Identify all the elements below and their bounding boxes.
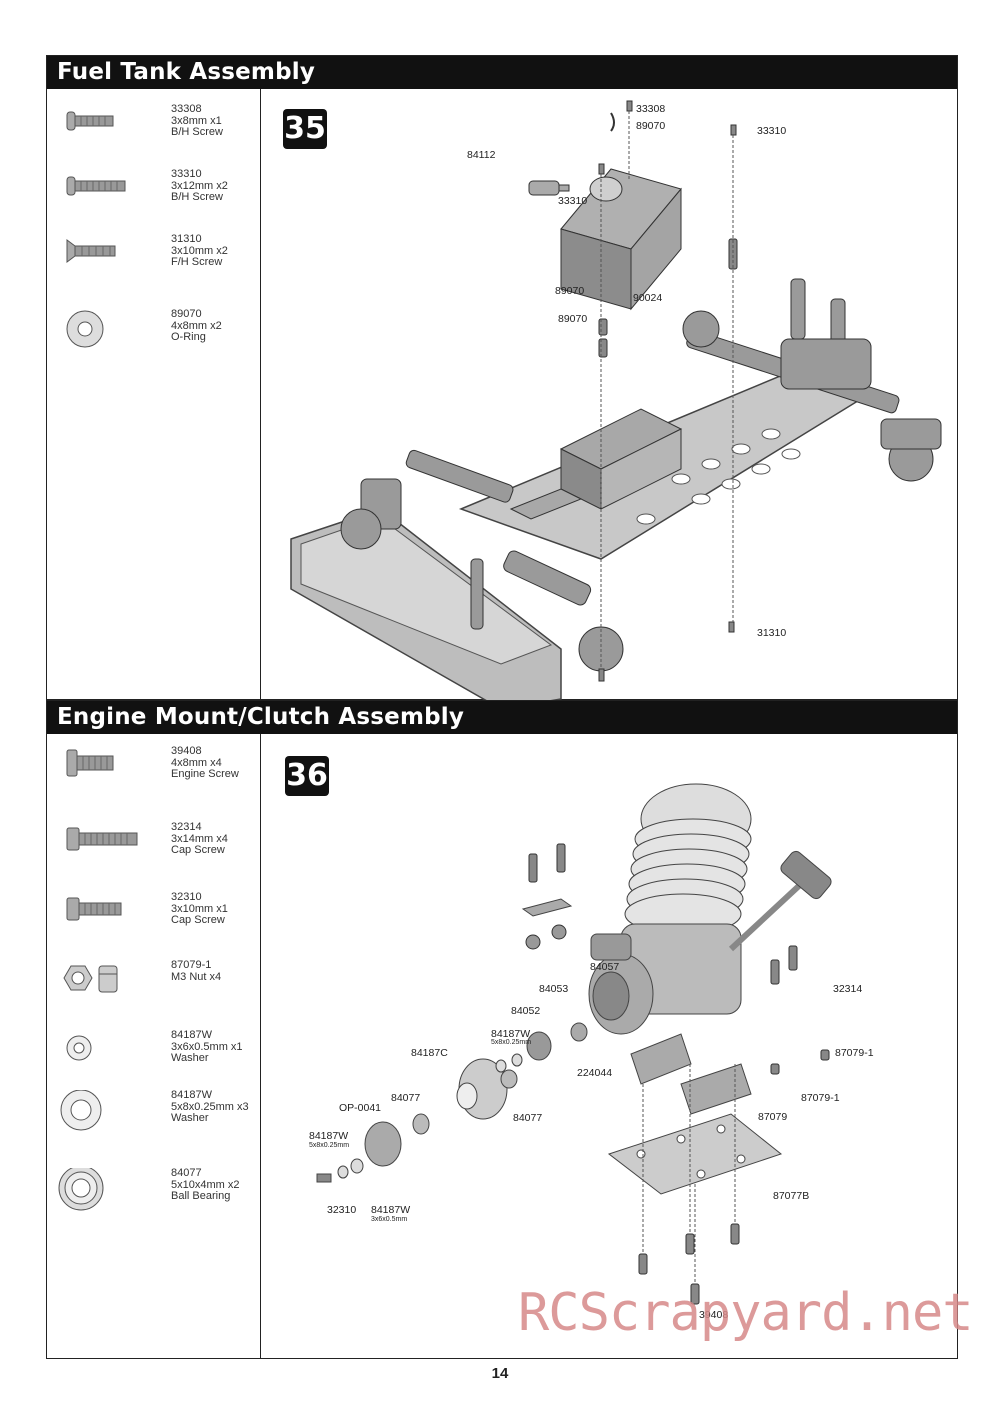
section-title: Engine Mount/Clutch Assembly [47, 701, 957, 734]
callout-label: 87079-1 [835, 1047, 874, 1059]
callout-label: OP-0041 [339, 1102, 382, 1114]
button-head-screw-icon [66, 111, 114, 131]
fuel-tank-diagram: 35 [261, 89, 957, 700]
callout-label: 84187W [309, 1130, 349, 1142]
callout-label: 39408 [699, 1309, 729, 1321]
callout-label: 87077B [773, 1190, 810, 1202]
callout-label: 89070 [555, 285, 585, 297]
callout-label: 224044 [577, 1067, 613, 1079]
engine-illustration [316, 783, 832, 1305]
callout-label: 33310 [558, 195, 588, 207]
cap-screw-icon [66, 897, 122, 921]
ball-bearing-icon [58, 1168, 104, 1211]
callout-label: 84057 [590, 961, 620, 973]
section-title: Fuel Tank Assembly [47, 56, 957, 89]
callout-label: 89070 [636, 120, 666, 132]
callout-label: 84112 [467, 149, 496, 161]
washer-icon [60, 1090, 102, 1131]
nylon-nut-icon [63, 965, 118, 993]
page-number: 14 [491, 1365, 509, 1382]
callout-label: 84187W [371, 1204, 411, 1216]
chassis-illustration [290, 100, 942, 700]
callout-label: 84077 [391, 1092, 421, 1104]
callout-label: 87079-1 [801, 1092, 840, 1104]
button-head-screw-icon [66, 176, 126, 196]
flat-head-screw-icon [66, 239, 116, 263]
step-number: 35 [283, 109, 327, 149]
callout-label: 3x6x0.5mm [371, 1216, 408, 1223]
callout-label: 33308 [636, 103, 666, 115]
o-ring-icon [66, 310, 104, 348]
cap-screw-icon [66, 827, 138, 851]
callout-label: 5x8x0.25mm [309, 1142, 350, 1149]
callout-label: 84053 [539, 983, 569, 995]
engine-screw-icon [66, 749, 114, 777]
engine-mount-diagram: 36 [261, 734, 957, 1358]
callout-label: 31310 [757, 627, 787, 639]
callout-label: 87079 [758, 1111, 788, 1123]
callout-label: 84077 [513, 1112, 543, 1124]
callout-label: 89070 [558, 313, 588, 325]
callout-label: 90024 [633, 292, 663, 304]
watermark: RCScrapyard.net [518, 1283, 974, 1343]
callout-label: 32310 [327, 1204, 357, 1216]
step-number: 36 [285, 756, 329, 796]
washer-icon [66, 1035, 92, 1061]
callout-label: 5x8x0.25mm [491, 1039, 532, 1046]
callout-label: 84187W [491, 1028, 531, 1040]
callout-label: 84187C [411, 1047, 448, 1059]
callout-label: 84052 [511, 1005, 541, 1017]
callout-label: 32314 [833, 983, 863, 995]
callout-label: 33310 [757, 125, 787, 137]
